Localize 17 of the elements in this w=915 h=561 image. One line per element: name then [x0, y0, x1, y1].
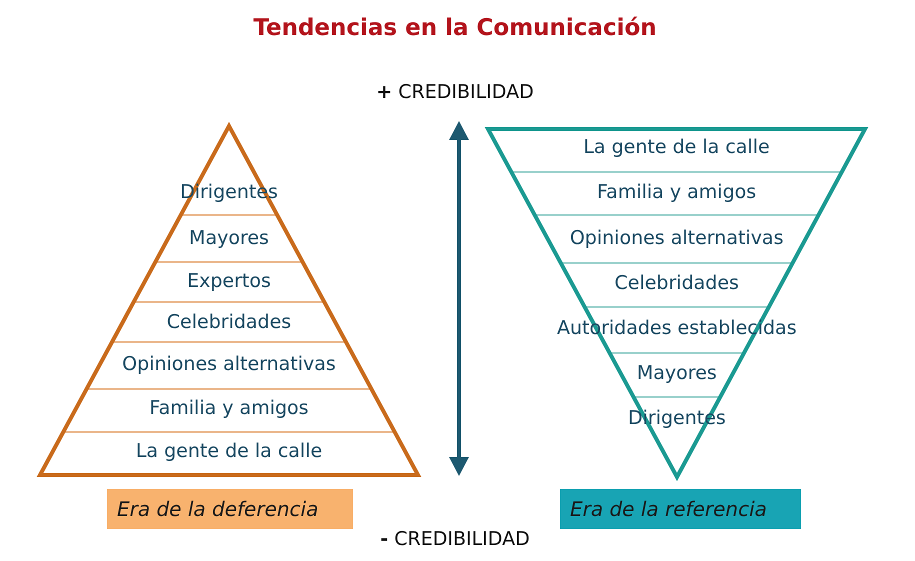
tier-label: Opiniones alternativas [122, 352, 336, 376]
axis-label: - CREDIBILIDAD [380, 527, 530, 551]
tier-label: Opiniones alternativas [570, 226, 784, 250]
tier-label: La gente de la calle [583, 135, 770, 159]
tier-label: Celebridades [166, 310, 292, 334]
tier-label: Familia y amigos [149, 396, 309, 420]
tier-label: La gente de la calle [136, 439, 322, 463]
tier-label: Familia y amigos [597, 180, 756, 204]
era-banner: Era de la deferencia [107, 489, 353, 529]
era-banner: Era de la referencia [560, 489, 801, 529]
pyramid [34, 120, 424, 480]
tier-label: Celebridades [614, 271, 739, 295]
tier-label: Expertos [187, 269, 271, 293]
tier-label: Mayores [636, 361, 717, 385]
tier-label: Mayores [189, 226, 269, 250]
axis-label: + CREDIBILIDAD [376, 80, 534, 104]
title: Tendencias en la Comunicación [253, 14, 657, 42]
